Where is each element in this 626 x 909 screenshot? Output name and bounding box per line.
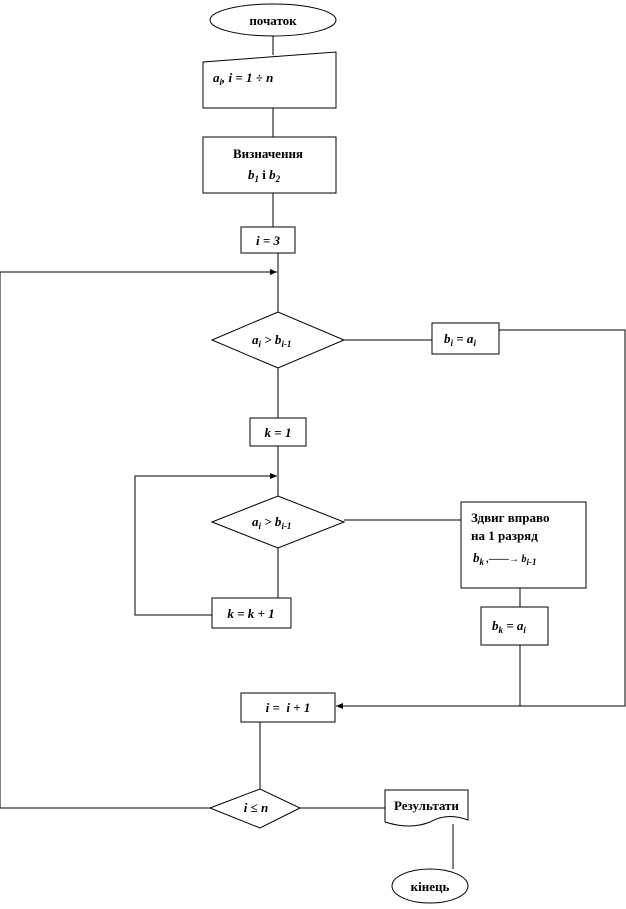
init-i-label: i = 3 <box>256 233 281 248</box>
connectors <box>0 36 626 869</box>
shift-line2: на 1 разряд <box>471 528 538 543</box>
assign-2-block: bk = ai <box>480 606 549 646</box>
condition-1: ai > bi-1 <box>210 311 346 369</box>
condition-3: i ≤ n <box>208 788 302 829</box>
init-k-label: k = 1 <box>265 425 292 440</box>
input-label: ai, i = 1 ÷ n <box>213 70 273 87</box>
end-terminal: кінець <box>391 868 469 904</box>
define-vars: b1 і b2 <box>248 167 281 184</box>
end-label: кінець <box>411 879 450 894</box>
shift-block: Здвиг вправо на 1 разряд bk ,——→ bi-1 <box>460 501 587 589</box>
assign-2-label: bk = ai <box>492 618 526 635</box>
define-title: Визначення <box>233 146 303 161</box>
define-block: Визначення b1 і b2 <box>202 136 337 194</box>
input-block: ai, i = 1 ÷ n <box>202 51 337 109</box>
init-i-block: i = 3 <box>240 226 296 254</box>
shift-vars: bk ,——→ bi-1 <box>473 550 537 567</box>
condition-1-label: ai > bi-1 <box>252 332 291 349</box>
init-k-block: k = 1 <box>249 417 307 447</box>
assign-1-label: bi = ai <box>444 331 476 348</box>
inc-k-label: k = k + 1 <box>227 606 274 621</box>
inc-i-label: i = i + 1 <box>266 700 311 715</box>
condition-2: ai > bi-1 <box>210 495 346 549</box>
shift-line1: Здвиг вправо <box>471 510 549 525</box>
inc-k-block: k = k + 1 <box>211 597 292 629</box>
assign-1-block: bi = ai <box>431 322 500 355</box>
inc-i-block: i = i + 1 <box>240 692 336 723</box>
output-document: Результати <box>384 789 469 827</box>
condition-3-label: i ≤ n <box>244 800 268 815</box>
start-terminal: початок <box>209 3 337 37</box>
output-label: Результати <box>394 798 459 813</box>
start-label: початок <box>249 13 297 28</box>
condition-2-label: ai > bi-1 <box>252 514 291 531</box>
